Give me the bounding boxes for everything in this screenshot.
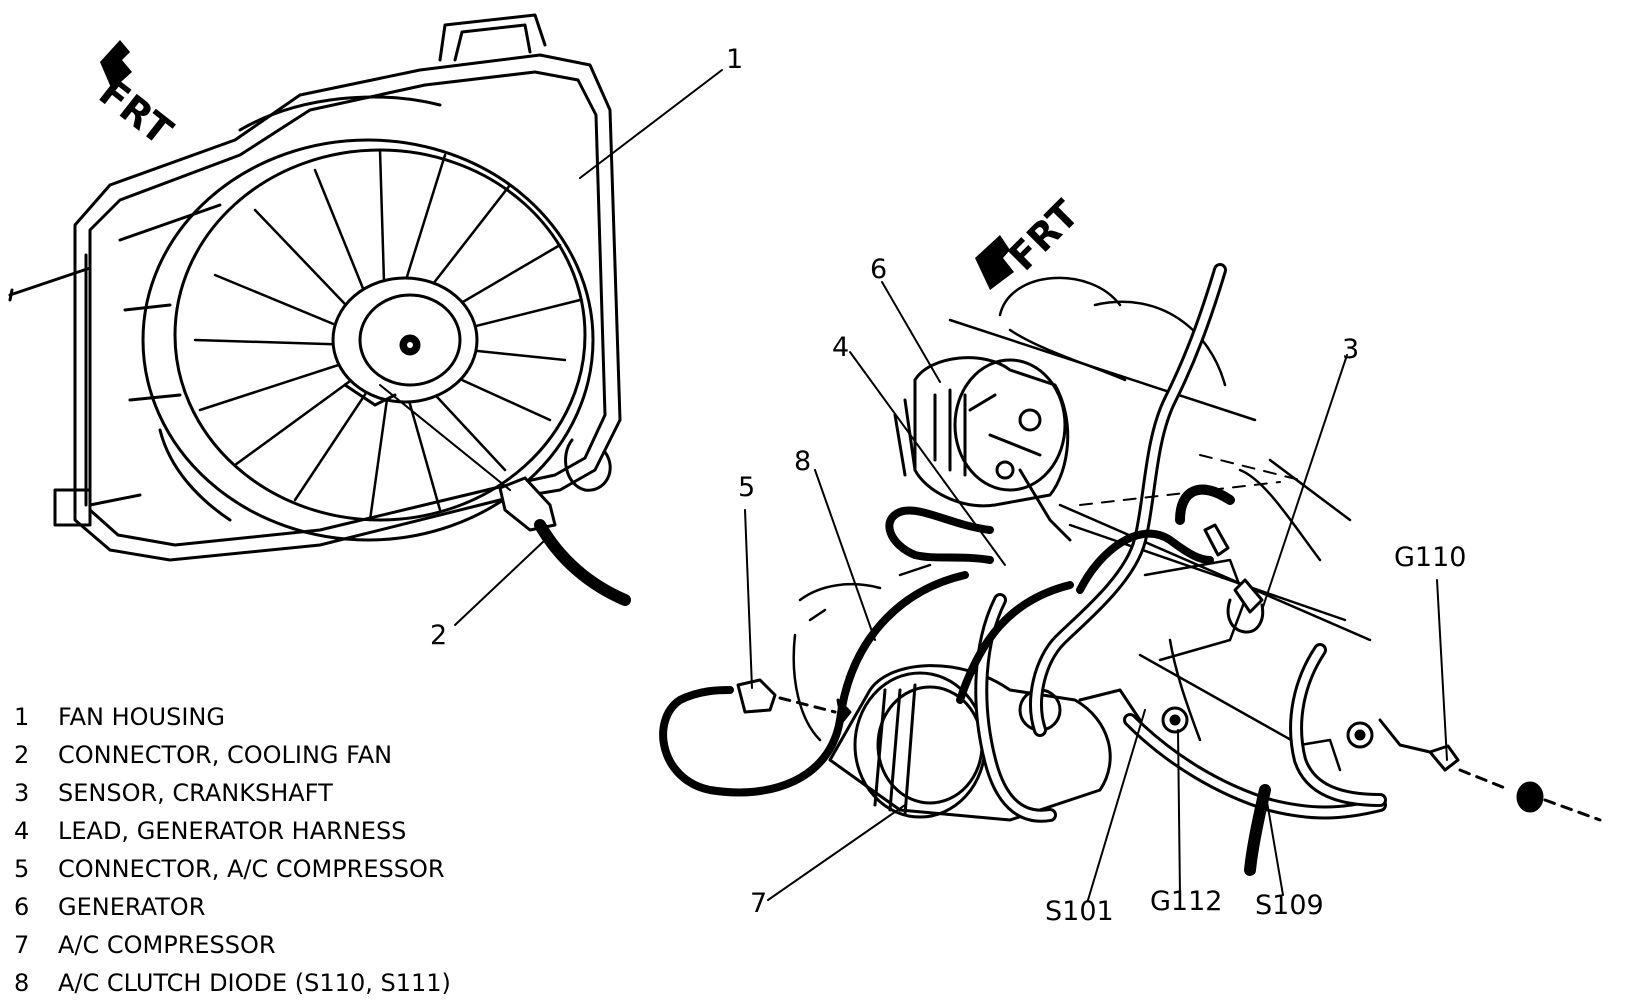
callout-g110: G110 xyxy=(1394,542,1467,573)
legend-text: CONNECTOR, COOLING FAN xyxy=(58,741,393,769)
sensor-leader-dashes xyxy=(1080,455,1300,505)
wiring-harness xyxy=(981,270,1380,870)
callout-7: 7 xyxy=(750,888,768,919)
legend-text: SENSOR, CRANKSHAFT xyxy=(58,779,333,807)
ground-stud-g110 xyxy=(1380,720,1600,820)
legend-number: 2 xyxy=(14,741,30,769)
legend-item: 6 GENERATOR xyxy=(14,888,451,926)
legend-number: 7 xyxy=(14,931,30,959)
callout-s101: S101 xyxy=(1045,896,1114,927)
cooling-fan-connector xyxy=(380,385,625,600)
legend-number: 1 xyxy=(14,703,30,731)
callout-8: 8 xyxy=(794,446,812,477)
legend-item: 1 FAN HOUSING xyxy=(14,698,451,736)
callout-4: 4 xyxy=(832,332,850,363)
legend-item: 7 A/C COMPRESSOR xyxy=(14,926,451,964)
fan-motor xyxy=(333,278,477,405)
legend-text: LEAD, GENERATOR HARNESS xyxy=(58,817,407,845)
ground-stud-s109 xyxy=(1348,723,1372,747)
legend-item: 2 CONNECTOR, COOLING FAN xyxy=(14,736,451,774)
generator xyxy=(895,358,1070,540)
legend-text: GENERATOR xyxy=(58,893,206,921)
legend-number: 3 xyxy=(14,779,30,807)
legend-number: 6 xyxy=(14,893,30,921)
frt-arrow-left xyxy=(100,40,132,90)
callout-s109: S109 xyxy=(1255,890,1324,921)
legend-item: 5 CONNECTOR, A/C COMPRESSOR xyxy=(14,850,451,888)
legend-number: 4 xyxy=(14,817,30,845)
leader-lines xyxy=(455,70,1447,900)
ac-connector-5 xyxy=(738,680,850,722)
legend-item: 8 A/C CLUTCH DIODE (S110, S111) xyxy=(14,964,451,1002)
fan-housing xyxy=(10,15,620,560)
legend-text: A/C COMPRESSOR xyxy=(58,931,276,959)
crankshaft-sensor xyxy=(1205,525,1263,632)
callout-1: 1 xyxy=(726,44,744,75)
legend-item: 3 SENSOR, CRANKSHAFT xyxy=(14,774,451,812)
callout-3: 3 xyxy=(1342,334,1360,365)
legend-number: 8 xyxy=(14,969,30,997)
legend-item: 4 LEAD, GENERATOR HARNESS xyxy=(14,812,451,850)
legend-number: 5 xyxy=(14,855,30,883)
callout-g112: G112 xyxy=(1150,886,1223,917)
callout-6: 6 xyxy=(870,254,888,285)
frt-arrow-right xyxy=(975,235,1014,290)
legend-text: A/C CLUTCH DIODE (S110, S111) xyxy=(58,969,451,997)
parts-legend: 1 FAN HOUSING 2 CONNECTOR, COOLING FAN 3 SE… xyxy=(14,698,451,1002)
legend-text: CONNECTOR, A/C COMPRESSOR xyxy=(58,855,445,883)
callout-5: 5 xyxy=(738,472,756,503)
callout-2: 2 xyxy=(430,620,448,651)
legend-text: FAN HOUSING xyxy=(58,703,225,731)
cooling-fan-shroud xyxy=(143,97,593,540)
ground-stud-g112 xyxy=(1163,708,1187,732)
engine-block xyxy=(794,278,1370,770)
